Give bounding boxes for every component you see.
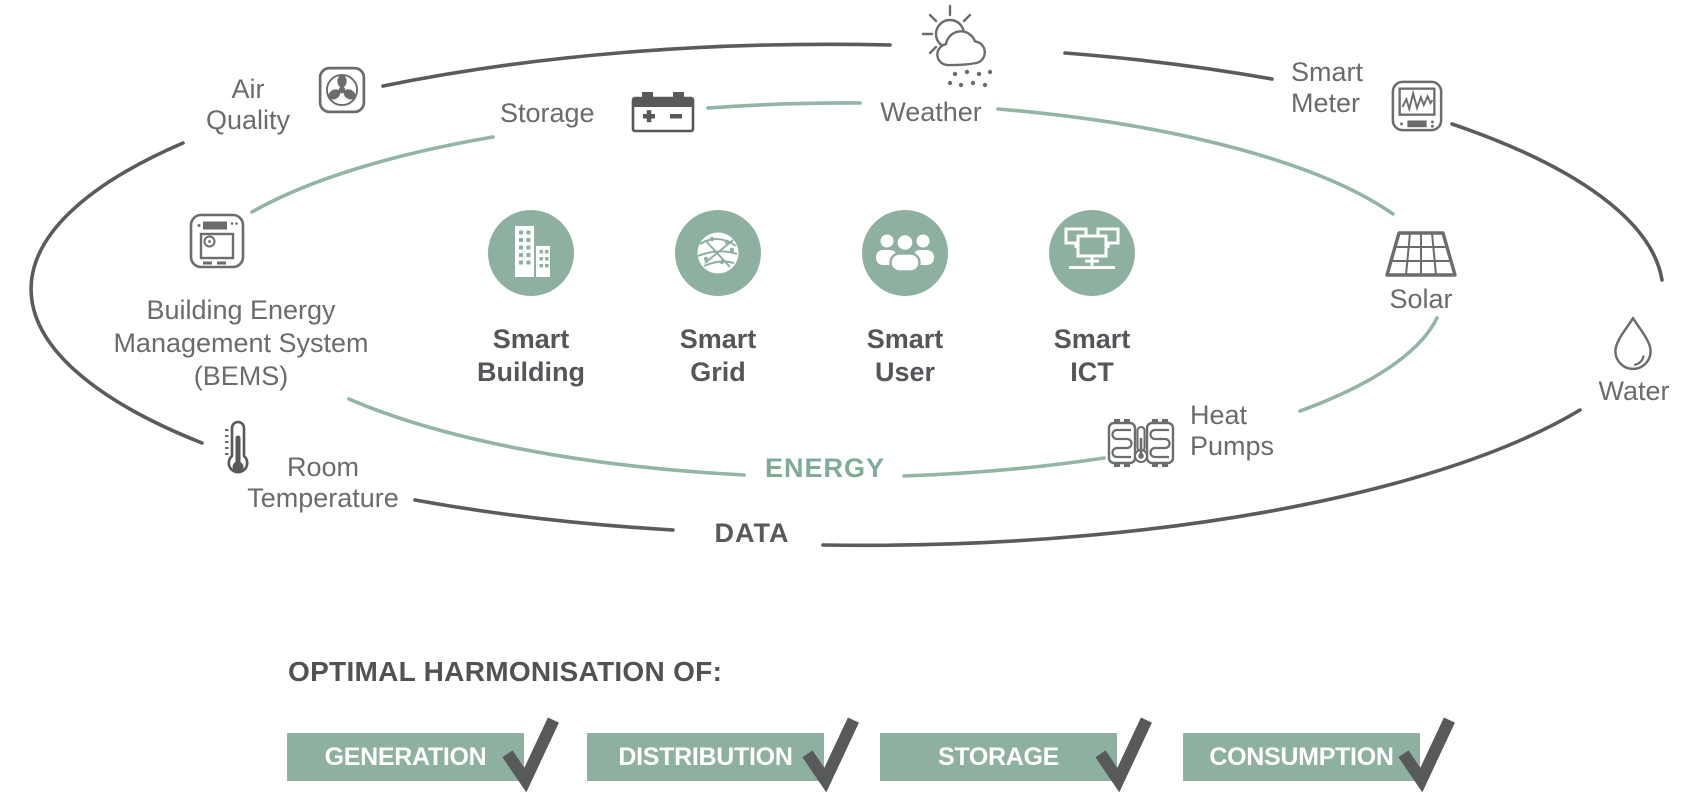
thermometer-icon — [222, 418, 254, 491]
bems-label: Building Energy Management System (BEMS) — [113, 295, 369, 391]
check-icon — [502, 717, 559, 792]
footer-title: OPTIMAL HARMONISATION OF: — [288, 656, 723, 687]
fan-icon — [317, 65, 367, 120]
pill-label: GENERATION — [324, 742, 487, 771]
weather-label: Weather — [880, 97, 982, 127]
solar-panel-icon — [1383, 230, 1459, 289]
energy-ring-arcs — [250, 101, 1439, 478]
smart-meter-label: Smart Meter — [1291, 57, 1364, 118]
pill-label: DISTRIBUTION — [618, 742, 793, 771]
gauge-monitor-icon — [1390, 79, 1444, 138]
storage-pill: STORAGE — [880, 717, 1152, 792]
data-ring-label: DATA — [714, 518, 790, 548]
distribution-pill: DISTRIBUTION — [587, 717, 859, 792]
core-item-label: Smart Grid — [679, 324, 757, 387]
core-item-label: Smart ICT — [1053, 324, 1131, 387]
generation-pill: GENERATION — [287, 717, 559, 792]
water-label: Water — [1598, 376, 1670, 406]
storage-label: Storage — [500, 98, 595, 128]
users-icon — [862, 210, 948, 301]
heat-pumps-label: Heat Pumps — [1190, 400, 1275, 461]
battery-icon — [630, 88, 696, 139]
core-item-smart-user: Smart User — [830, 210, 980, 389]
pill-label: STORAGE — [937, 742, 1060, 771]
core-item-smart-grid: Smart Grid — [643, 210, 793, 389]
consumption-pill: CONSUMPTION — [1183, 717, 1455, 792]
globe-network-icon — [675, 210, 761, 301]
pill-label: CONSUMPTION — [1209, 742, 1394, 771]
monitors-network-icon — [1049, 210, 1135, 301]
check-icon — [1095, 717, 1152, 792]
room-temperature-label: Room Temperature — [247, 452, 399, 513]
check-icon — [802, 717, 859, 792]
solar-label: Solar — [1389, 284, 1453, 314]
check-icon — [1398, 717, 1455, 792]
building-icon — [488, 210, 574, 301]
core-item-smart-building: Smart Building — [456, 210, 606, 389]
core-item-label: Smart User — [866, 324, 944, 387]
core-item-smart-ict: Smart ICT — [1017, 210, 1167, 389]
air-quality-label: Air Quality — [205, 74, 291, 135]
thermostat-icon — [188, 212, 246, 275]
water-drop-icon — [1610, 315, 1656, 378]
data-ring-arcs — [29, 42, 1664, 548]
heat-pump-icon — [1106, 414, 1176, 477]
sun-cloud-icon — [915, 2, 1015, 99]
energy-ring-label: ENERGY — [764, 453, 886, 483]
core-item-label: Smart Building — [477, 324, 585, 387]
